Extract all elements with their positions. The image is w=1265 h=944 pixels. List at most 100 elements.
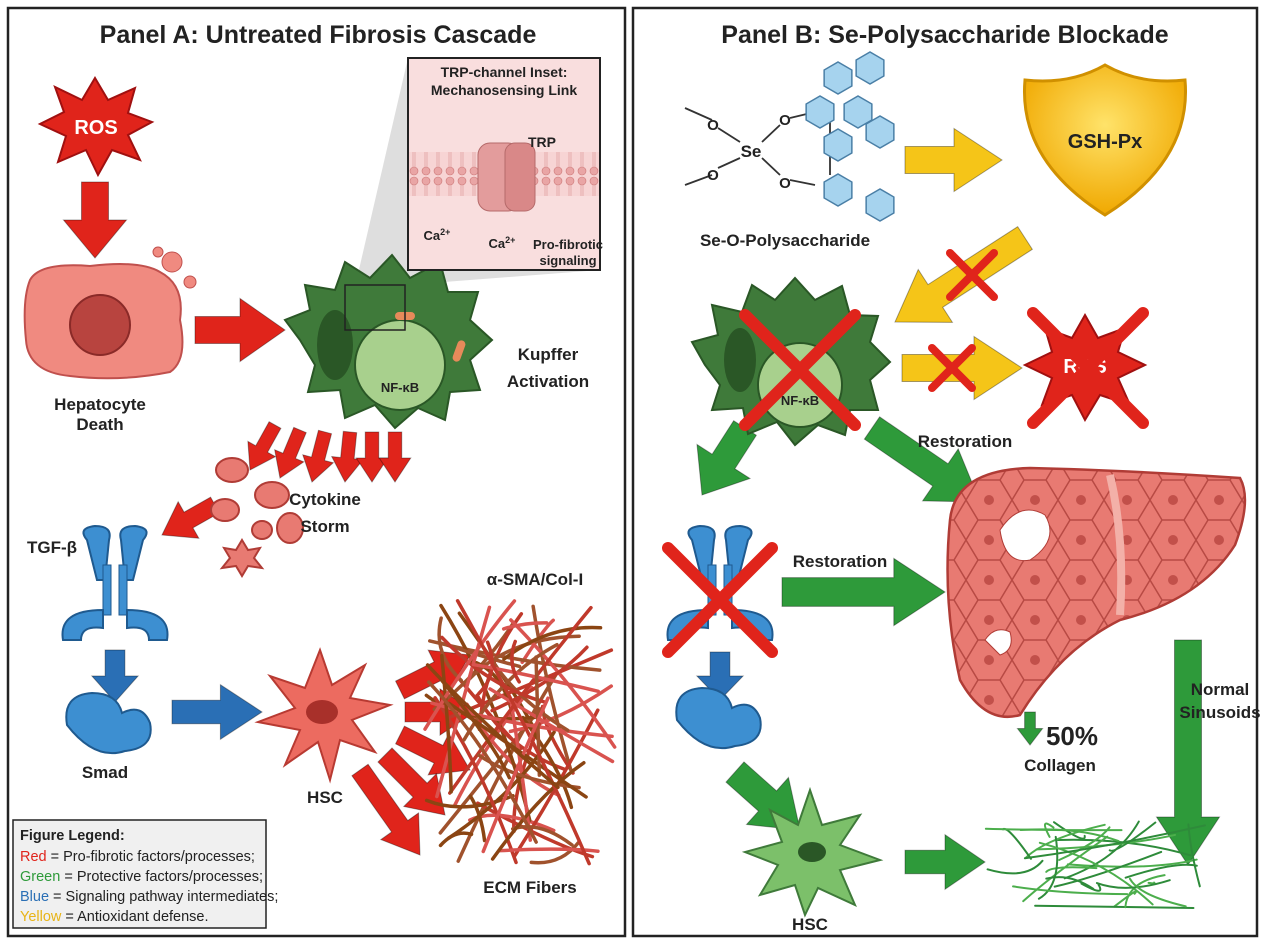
fiber xyxy=(1080,882,1102,892)
fiber xyxy=(1147,881,1156,885)
arrow-ros-to-hepatocyte xyxy=(62,181,128,259)
fiber xyxy=(477,640,494,696)
collagen-label: Collagen xyxy=(1024,756,1096,775)
trp-label: TRP xyxy=(528,134,556,150)
fiber xyxy=(1044,822,1055,838)
legend-item-yellow: Yellow = Antioxidant defense. xyxy=(20,909,209,925)
fiber xyxy=(468,794,487,843)
fiber xyxy=(423,599,517,731)
fiber xyxy=(1095,879,1171,889)
fiber xyxy=(1124,863,1198,879)
tgf-receptor xyxy=(61,524,169,641)
hepatocyte-label-2: Death xyxy=(76,415,123,434)
ca-out-label: Ca2+ xyxy=(489,235,516,251)
arrow-hsc-to-fibers xyxy=(377,747,446,816)
inhibition-x-icon xyxy=(928,344,976,392)
restoration-label-1: Restoration xyxy=(918,432,1012,451)
hsc-activated xyxy=(254,647,394,784)
fiber xyxy=(481,696,550,854)
panel-a-title: Panel A: Untreated Fibrosis Cascade xyxy=(100,21,537,49)
fiber xyxy=(509,618,617,749)
asma-label: α-SMA/Col-I xyxy=(487,570,583,589)
sugar-ring xyxy=(843,95,873,129)
sugar-ring xyxy=(823,128,853,162)
kupffer-label-2: Activation xyxy=(507,372,589,391)
arrow-cytokine-release xyxy=(355,431,389,483)
fiber xyxy=(1038,841,1154,906)
legend-item-blue: Blue = Signaling pathway intermediates; xyxy=(20,889,278,905)
fiber xyxy=(439,603,532,822)
oxygen-label: O xyxy=(707,117,719,134)
legend-title: Figure Legend: xyxy=(20,828,125,844)
arrow-molecule-to-gsh xyxy=(904,127,1003,193)
inhibition-x-icon xyxy=(662,542,778,658)
fiber xyxy=(440,654,453,794)
oxygen-label: O xyxy=(779,175,791,192)
figure-legend: Figure Legend: Red = Pro-fibrotic factor… xyxy=(12,819,278,929)
fiber xyxy=(1023,824,1206,860)
arrow-restoration-liver xyxy=(863,416,981,503)
fiber xyxy=(456,672,558,863)
signal-label-2: signaling xyxy=(539,253,596,268)
sugar-ring xyxy=(823,61,853,95)
liver xyxy=(946,466,1247,719)
fiber xyxy=(1012,885,1129,896)
inset-title-2: Mechanosensing Link xyxy=(431,82,577,98)
fiber xyxy=(1052,821,1086,840)
selenium-label: Se xyxy=(741,142,762,161)
arrow-smad-to-hsc xyxy=(171,683,263,741)
legend-item-red: Red = Pro-fibrotic factors/processes; xyxy=(20,849,255,865)
ros-label: ROS xyxy=(74,117,117,139)
ecm-label: ECM Fibers xyxy=(483,878,577,897)
ecm-fibers xyxy=(423,599,617,866)
fiber xyxy=(440,635,546,704)
hepatocyte-label-1: Hepatocyte xyxy=(54,395,146,414)
fiber xyxy=(520,618,555,665)
inhibition-x-icon xyxy=(739,309,861,431)
sinusoids-label-2: Sinusoids xyxy=(1179,703,1260,722)
arrow-smad-to-hsc-b xyxy=(725,761,801,831)
fiber xyxy=(497,847,600,853)
fiber xyxy=(1063,820,1140,880)
fiber xyxy=(425,663,560,790)
kupffer-label-1: Kupffer xyxy=(518,345,579,364)
sugar-ring xyxy=(855,51,885,85)
arrow-cytokine-release xyxy=(378,431,412,483)
fiber xyxy=(529,840,581,865)
arrow-tgf-to-smad xyxy=(90,649,140,703)
collagen-percent: 50% xyxy=(1046,721,1098,751)
arrow-hepatocyte-to-kupffer xyxy=(194,297,286,363)
collagen-down-arrow xyxy=(1016,711,1044,746)
fiber xyxy=(440,679,512,780)
gsh-label: GSH-Px xyxy=(1068,131,1142,153)
hsc-quiescent xyxy=(741,786,884,918)
cytokine-label-2: Storm xyxy=(300,517,349,536)
inhibition-x-icon xyxy=(1027,307,1149,429)
kupffer-cell: NF-κB xyxy=(283,253,494,430)
inset-title-1: TRP-channel Inset: xyxy=(441,64,568,80)
fiber xyxy=(437,616,464,683)
sugar-ring xyxy=(823,173,853,207)
tgf-label: TGF-β xyxy=(27,538,77,557)
oxygen-label: O xyxy=(707,167,719,184)
inhibition-x-icon xyxy=(946,249,998,301)
fiber xyxy=(984,827,1123,832)
fiber xyxy=(465,702,561,798)
sugar-rings xyxy=(805,51,895,222)
fiber xyxy=(501,621,549,631)
nfkb-label-a: NF-κB xyxy=(381,380,419,395)
fiber xyxy=(1066,858,1198,868)
arrow-cytokine-release xyxy=(247,421,282,471)
fiber xyxy=(1053,850,1163,888)
fiber xyxy=(1022,835,1109,903)
fiber xyxy=(477,753,581,790)
sinusoids-label-1: Normal xyxy=(1191,680,1250,699)
fiber xyxy=(490,761,586,861)
arrow-hsc-to-fibers-b xyxy=(904,833,986,891)
ros-burst: ROS xyxy=(37,76,155,178)
molecule-label: Se-O-Polysaccharide xyxy=(700,231,870,250)
fiber xyxy=(1034,904,1195,910)
gsh-px-shield: GSH-Px xyxy=(1022,63,1188,217)
arrow-kupffer-to-tgf xyxy=(696,420,758,496)
